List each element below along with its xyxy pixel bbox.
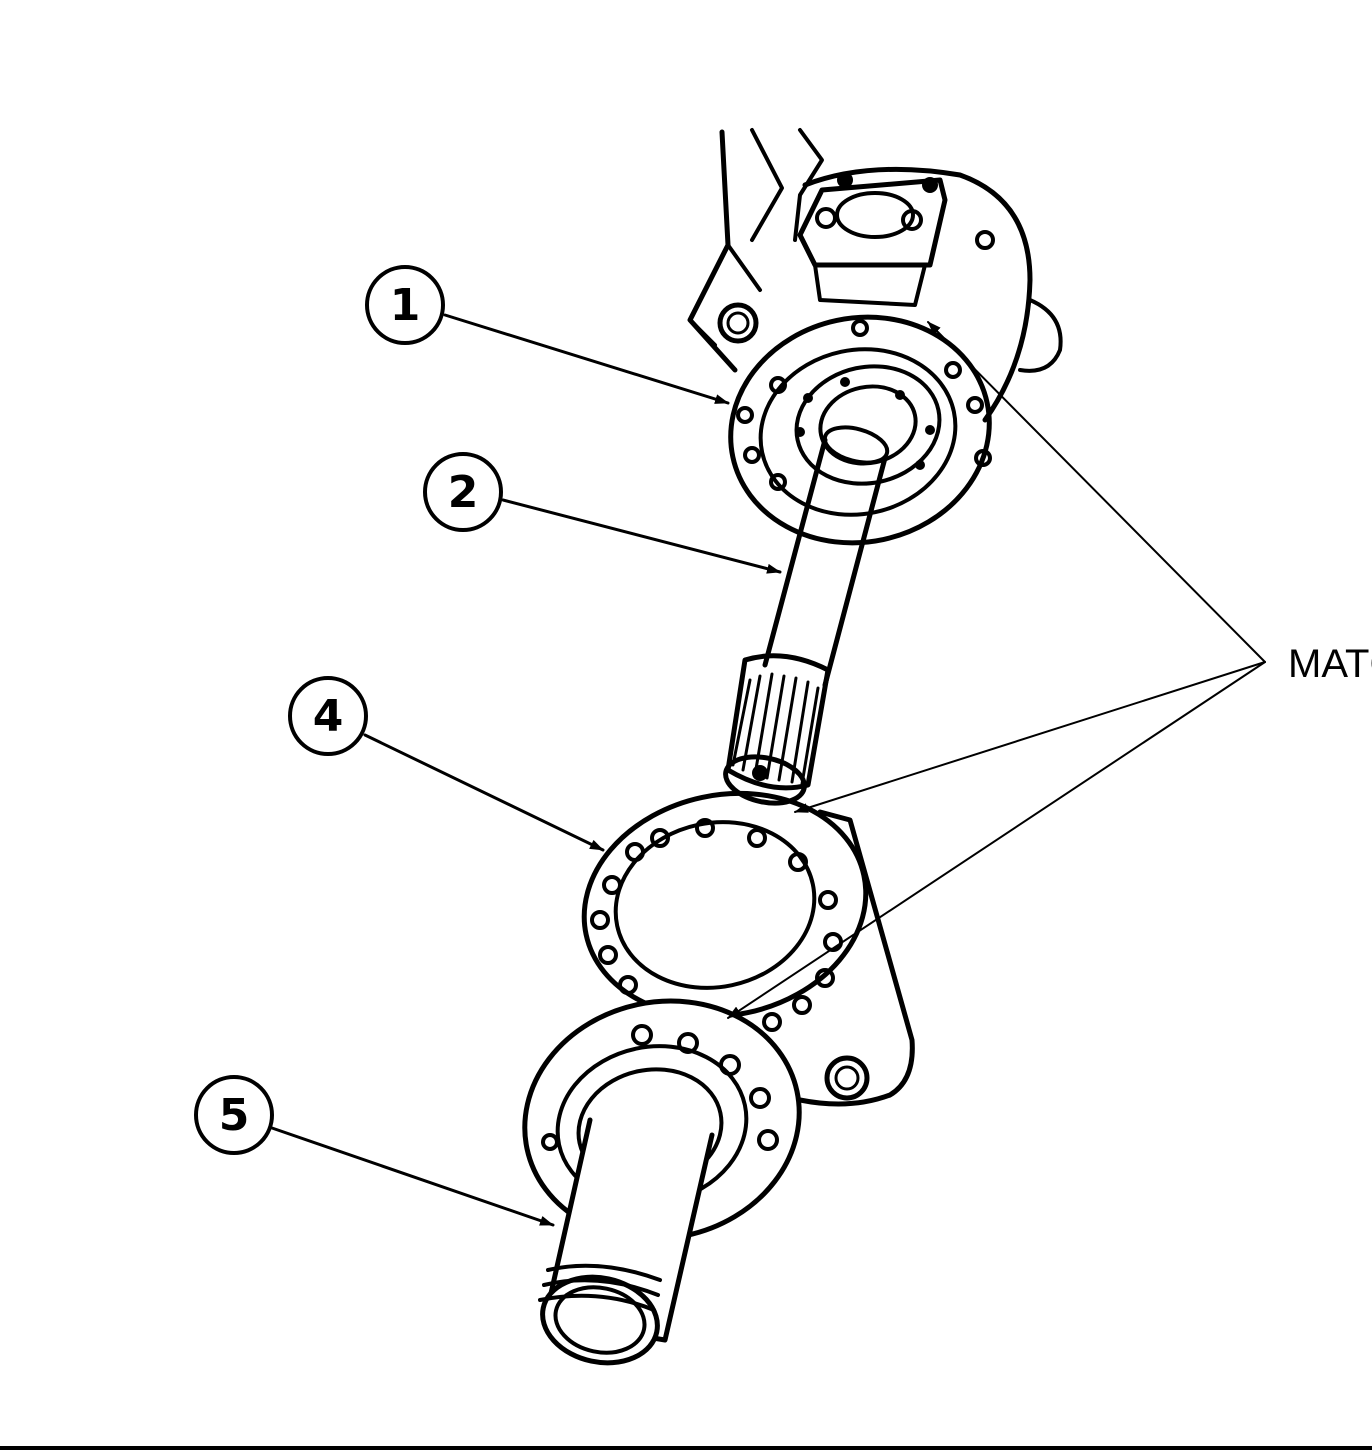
gearbox-housing bbox=[687, 128, 1063, 546]
callout-4: 4 bbox=[288, 676, 368, 756]
svg-text:5: 5 bbox=[219, 1090, 250, 1141]
bearing-flange-plate bbox=[581, 790, 915, 1107]
splined-shaft bbox=[723, 425, 890, 806]
hub-spindle bbox=[522, 998, 802, 1366]
leader-lines bbox=[270, 313, 1266, 1227]
bottom-rule bbox=[0, 1446, 1372, 1450]
svg-text:2: 2 bbox=[448, 467, 479, 518]
callout-5: 5 bbox=[194, 1075, 274, 1155]
match-mark-label: MATC bbox=[1288, 642, 1372, 686]
svg-text:1: 1 bbox=[390, 280, 421, 331]
callout-2: 2 bbox=[423, 452, 503, 532]
callout-1: 1 bbox=[365, 265, 445, 345]
svg-text:4: 4 bbox=[313, 691, 344, 742]
